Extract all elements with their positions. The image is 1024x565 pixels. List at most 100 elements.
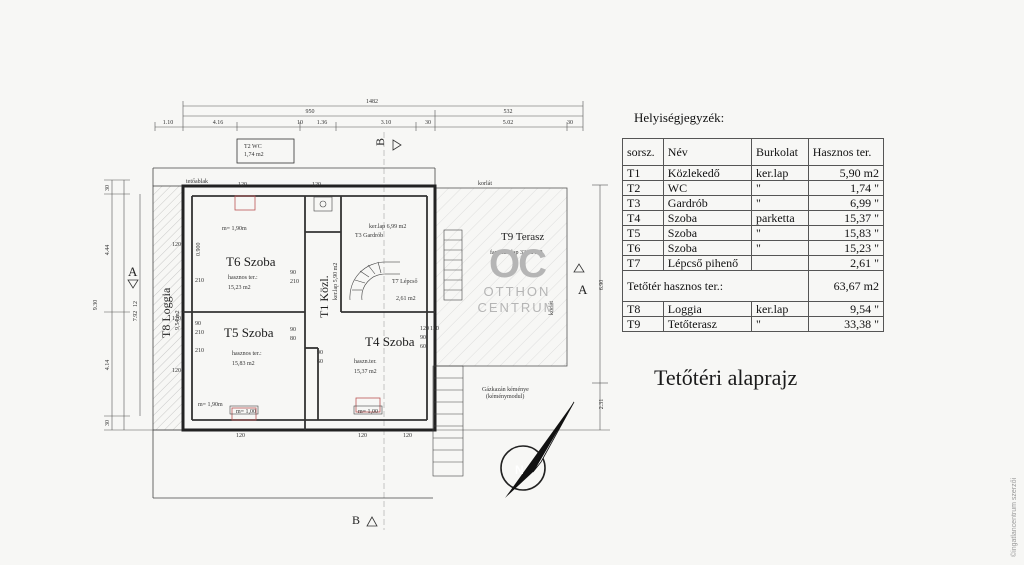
t6-area-value: 15,23 m2 bbox=[228, 285, 251, 291]
cell-area: 1,74 " bbox=[807, 180, 885, 196]
dim-left-b: 4.44 bbox=[105, 245, 111, 256]
staircase bbox=[349, 261, 400, 301]
exterior-stair-upper bbox=[443, 229, 463, 301]
svg-text:90: 90 bbox=[290, 270, 296, 276]
cell-name: WC bbox=[662, 180, 753, 196]
dim-top2-c: 10 bbox=[297, 120, 303, 126]
svg-text:80: 80 bbox=[290, 336, 296, 342]
cell-id: T2 bbox=[622, 180, 664, 196]
loggia-area bbox=[152, 185, 184, 431]
cell-finish: parketta bbox=[751, 210, 809, 226]
col-header-finish: Burkolat bbox=[751, 138, 809, 166]
svg-text:120: 120 bbox=[403, 433, 412, 439]
roof-windows-frame bbox=[229, 405, 383, 415]
t9-terrace-label: T9 Terasz bbox=[501, 231, 544, 243]
cell-name: Szoba bbox=[662, 225, 753, 241]
t5-area-label: hasznos ter.: bbox=[232, 351, 262, 357]
col-header-name: Név bbox=[662, 138, 753, 166]
svg-text:210: 210 bbox=[195, 348, 204, 354]
t4-area-value: 15,37 m2 bbox=[354, 369, 377, 375]
dim-top2-a: 1.10 bbox=[163, 120, 174, 126]
side-credit: ©ingatlancentrum szerzői bbox=[1011, 477, 1018, 557]
dim-top2-d: 1.36 bbox=[317, 120, 328, 126]
watermark-line-2: CENTRUM bbox=[477, 300, 557, 315]
svg-text:60: 60 bbox=[317, 359, 323, 365]
svg-text:60: 60 bbox=[420, 344, 426, 350]
t5-area-value: 15,83 m2 bbox=[232, 361, 255, 367]
svg-text:90: 90 bbox=[195, 321, 201, 327]
cell-area: 15,23 " bbox=[807, 240, 885, 256]
watermark-logo: OC bbox=[489, 242, 547, 286]
cell-finish bbox=[751, 255, 809, 271]
t8-loggia-area: 9,54 m2 bbox=[175, 310, 181, 330]
cell-name: Szoba bbox=[662, 210, 753, 226]
t7-stair-area: 2,61 m2 bbox=[396, 296, 416, 302]
cell-id: T9 bbox=[622, 316, 664, 332]
svg-text:120: 120 bbox=[238, 182, 247, 188]
wc-top-box bbox=[236, 138, 295, 164]
t6-room-label: T6 Szoba bbox=[226, 254, 276, 269]
svg-text:90: 90 bbox=[420, 335, 426, 341]
cell-finish: ker.lap bbox=[751, 165, 809, 181]
section-b-top: B bbox=[373, 138, 387, 146]
svg-text:210: 210 bbox=[195, 330, 204, 336]
dim-top-house: 950 bbox=[306, 109, 315, 115]
dim-left-inner-b: 7.92 bbox=[133, 311, 139, 322]
cell-area: 15,83 " bbox=[807, 225, 885, 241]
roof-window-label: tetőablak bbox=[186, 179, 208, 185]
cell-finish: " bbox=[751, 180, 809, 196]
chimney-label: Gázkazán kéménye bbox=[482, 387, 529, 393]
dim-top-terrace: 532 bbox=[504, 109, 513, 115]
t9-terrace-sub: fagyálló lap 33,38 m2 bbox=[490, 249, 543, 256]
col-header-number: sorsz. bbox=[622, 138, 664, 166]
svg-text:N: N bbox=[515, 463, 524, 477]
svg-text:210: 210 bbox=[195, 278, 204, 284]
svg-text:90: 90 bbox=[317, 350, 323, 356]
cell-name: Gardrób bbox=[662, 195, 753, 211]
wc-top-box-area: 1,74 m2 bbox=[244, 152, 264, 158]
section-a-left: A bbox=[128, 264, 138, 279]
cell-finish: " bbox=[751, 195, 809, 211]
dim-left-inner-a: 12 bbox=[133, 301, 139, 307]
t1-room-label: T1 Közl. bbox=[317, 275, 331, 318]
svg-text:120: 120 bbox=[172, 368, 181, 374]
col-header-area: Hasznos ter. bbox=[807, 138, 885, 166]
cell-finish: ker.lap bbox=[751, 301, 809, 317]
cell-area: 5,90 m2 bbox=[807, 165, 885, 181]
t6-height: m= 1,90m bbox=[222, 226, 247, 232]
svg-text:120: 120 bbox=[430, 326, 439, 332]
svg-text:120: 120 bbox=[236, 433, 245, 439]
cell-finish: " bbox=[751, 225, 809, 241]
t3-room-label: T3 Gardrób bbox=[355, 233, 383, 239]
sheet-title: Tetőtéri alaprajz bbox=[654, 365, 798, 390]
total-row: Tetőtér hasznos ter.:63,67 m2 bbox=[622, 270, 885, 302]
wc-bowl bbox=[319, 200, 327, 208]
cell-area: 9,54 " bbox=[807, 301, 885, 317]
svg-text:120: 120 bbox=[420, 326, 429, 332]
dim-left-c: 9.30 bbox=[93, 300, 99, 311]
cell-id: T1 bbox=[622, 165, 664, 181]
dim-left-d: 4.14 bbox=[105, 360, 111, 371]
t5-height: m= 1,90m bbox=[198, 402, 223, 408]
section-a-right: A bbox=[578, 282, 588, 297]
cell-id: T7 bbox=[622, 255, 664, 271]
dim-right-a: 6.90 bbox=[599, 280, 605, 291]
cell-area: 2,61 " bbox=[807, 255, 885, 271]
dim-top-total: 1482 bbox=[366, 99, 378, 105]
cell-id: T4 bbox=[622, 210, 664, 226]
cell-name: Közlekedő bbox=[662, 165, 753, 181]
t1-room-sub: ker.lap 5,90 m2 bbox=[333, 263, 339, 300]
cell-finish: " bbox=[751, 316, 809, 332]
svg-text:120: 120 bbox=[172, 316, 181, 322]
t6-area-label: hasznos ter.: bbox=[228, 275, 258, 281]
dim-top2-e: 3.10 bbox=[381, 120, 392, 126]
cell-id: T3 bbox=[622, 195, 664, 211]
section-b-top-arrow bbox=[392, 139, 402, 151]
svg-text:0.900: 0.900 bbox=[196, 243, 202, 257]
